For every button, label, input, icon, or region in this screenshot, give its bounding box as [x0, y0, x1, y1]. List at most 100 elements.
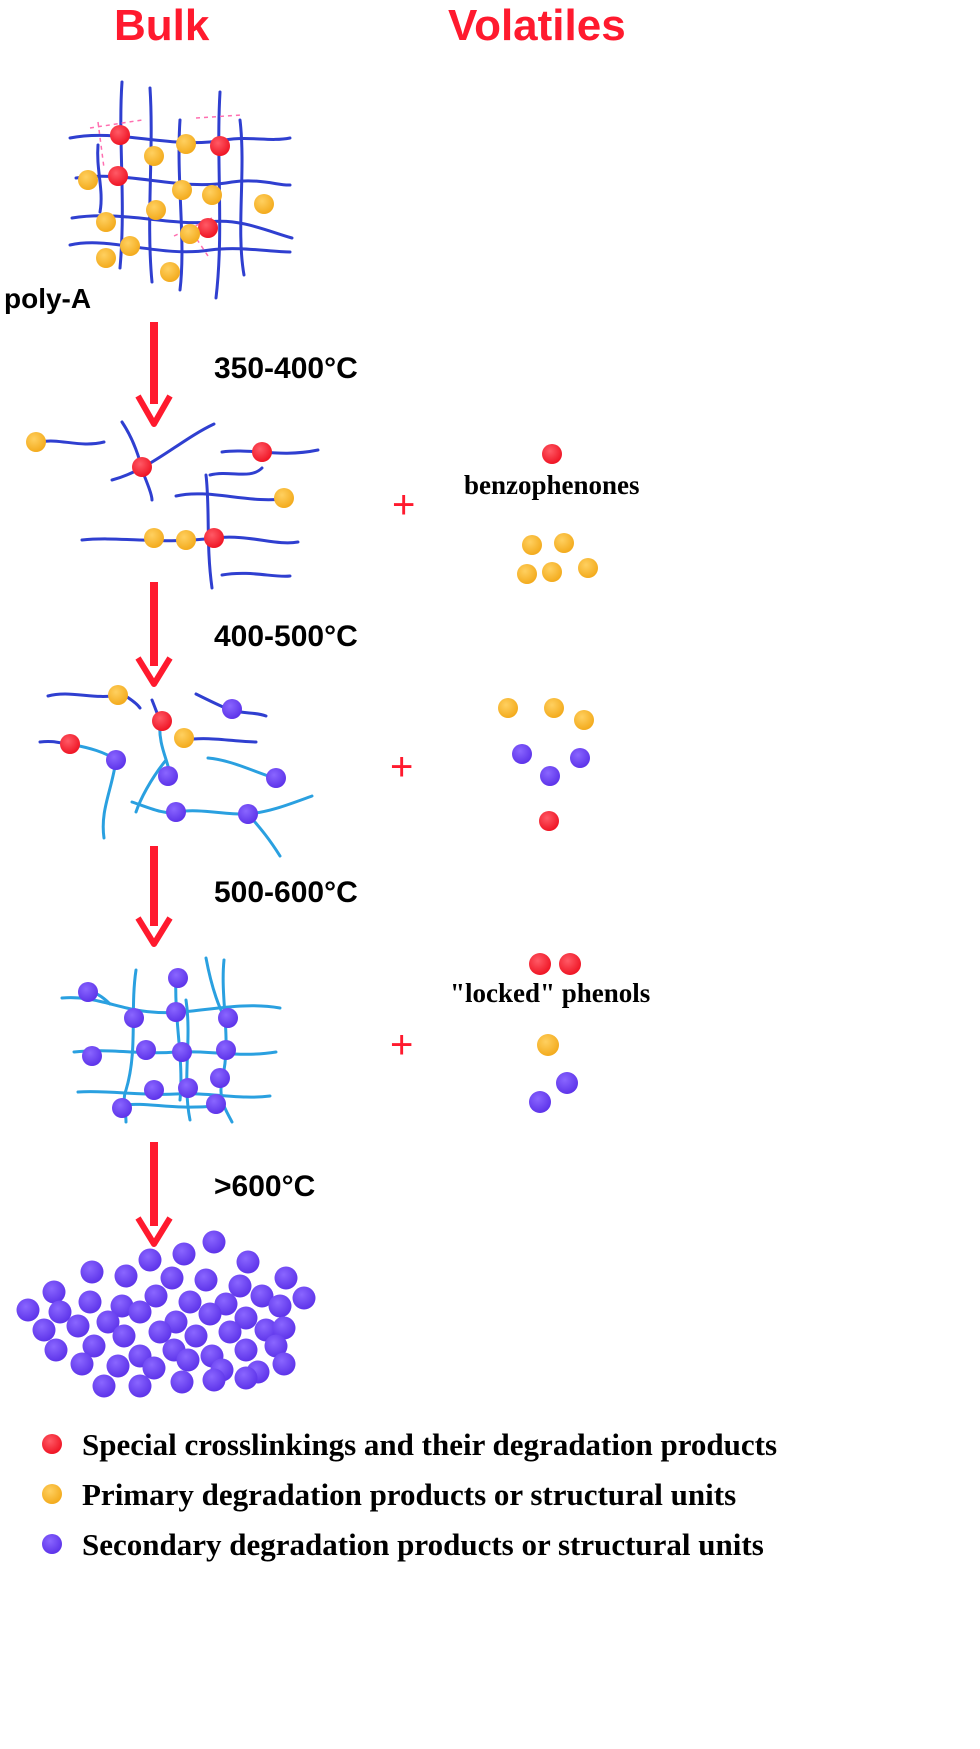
orange-primary-dot [172, 180, 192, 200]
legend-marker-red [42, 1434, 62, 1454]
purple-secondary-dot [48, 1300, 72, 1324]
arrows [135, 322, 173, 1247]
purple-secondary-dot [202, 1368, 226, 1392]
plus-sign-3: + [390, 1023, 413, 1067]
purple-secondary-dot [160, 1266, 184, 1290]
purple-secondary-dot [106, 750, 126, 770]
orange-primary-dot [544, 698, 564, 718]
red-crosslink-dot [542, 444, 562, 464]
purple-secondary-dot [202, 1230, 226, 1254]
purple-secondary-dot [540, 766, 560, 786]
purple-secondary-dot [228, 1274, 252, 1298]
orange-primary-dot [176, 134, 196, 154]
purple-secondary-dot [166, 802, 186, 822]
purple-secondary-dot [234, 1306, 258, 1330]
legend-marker-orange [42, 1484, 62, 1504]
orange-primary-dot [108, 685, 128, 705]
purple-secondary-dot [106, 1354, 130, 1378]
orange-primary-dot [96, 248, 116, 268]
orange-primary-dot [176, 530, 196, 550]
purple-secondary-dot [144, 1080, 164, 1100]
purple-secondary-dot [92, 1374, 116, 1398]
purple-secondary-dot [42, 1280, 66, 1304]
purple-secondary-dot [138, 1248, 162, 1272]
purple-secondary-dot [158, 766, 178, 786]
orange-primary-dot [144, 528, 164, 548]
purple-secondary-dot [66, 1314, 90, 1338]
purple-secondary-dot [570, 748, 590, 768]
purple-secondary-dot [110, 1294, 134, 1318]
purple-secondary-dot [529, 1091, 551, 1113]
purple-secondary-dot [136, 1040, 156, 1060]
red-crosslink-dot [60, 734, 80, 754]
purple-secondary-dot [148, 1320, 172, 1344]
legend-item-primary: Primary degradation products or structur… [42, 1477, 736, 1512]
red-crosslink-dot [210, 136, 230, 156]
orange-primary-dot [146, 200, 166, 220]
purple-secondary-dot [144, 1284, 168, 1308]
purple-secondary-dot [82, 1334, 106, 1358]
purple-secondary-dot [172, 1042, 192, 1062]
purple-secondary-dot [128, 1374, 152, 1398]
bulk-header: Bulk [114, 1, 210, 50]
orange-primary-dot [537, 1034, 559, 1056]
purple-secondary-dot [178, 1290, 202, 1314]
purple-secondary-dot [218, 1320, 242, 1344]
purple-secondary-dot [210, 1068, 230, 1088]
red-crosslink-dot [152, 711, 172, 731]
purple-secondary-dot [206, 1094, 226, 1114]
purple-secondary-dot [168, 968, 188, 988]
red-crosslink-dot [198, 218, 218, 238]
plus-sign-2: + [390, 745, 413, 789]
purple-secondary-dot [194, 1268, 218, 1292]
orange-primary-dot [554, 533, 574, 553]
red-crosslink-dot [539, 811, 559, 831]
purple-secondary-dot [112, 1098, 132, 1118]
purple-secondary-dot [272, 1352, 296, 1376]
purple-secondary-dot [264, 1334, 288, 1358]
temp-label-4: >600°C [214, 1170, 315, 1203]
purple-secondary-dot [292, 1286, 316, 1310]
purple-secondary-dot [234, 1366, 258, 1390]
orange-primary-dot [144, 146, 164, 166]
volatiles-header: Volatiles [448, 1, 626, 50]
purple-secondary-dot [78, 982, 98, 1002]
legend-item-secondary: Secondary degradation products or struct… [42, 1527, 764, 1562]
red-crosslink-dot [132, 457, 152, 477]
orange-primary-dot [498, 698, 518, 718]
plus-sign-1: + [392, 483, 415, 527]
benzophenones-label: benzophenones [464, 470, 640, 500]
purple-secondary-dot [236, 1250, 260, 1274]
arrow-stage1 [135, 322, 173, 427]
purple-secondary-dot [266, 768, 286, 788]
orange-primary-dot [180, 224, 200, 244]
purple-secondary-dot [44, 1338, 68, 1362]
purple-secondary-dot [238, 804, 258, 824]
legend: Special crosslinkings and their degradat… [42, 1427, 777, 1562]
purple-secondary-dot [96, 1310, 120, 1334]
purple-secondary-dot [512, 744, 532, 764]
purple-secondary-dot [70, 1352, 94, 1376]
orange-primary-dot [542, 562, 562, 582]
orange-primary-dot [96, 212, 116, 232]
purple-secondary-dot [172, 1242, 196, 1266]
orange-primary-dot [202, 185, 222, 205]
orange-primary-dot [120, 236, 140, 256]
purple-secondary-dot [16, 1298, 40, 1322]
purple-secondary-dot [82, 1046, 102, 1066]
red-crosslink-dot [204, 528, 224, 548]
arrow-stage3 [135, 846, 173, 947]
purple-secondary-dot [32, 1318, 56, 1342]
temp-label-3: 500-600°C [214, 876, 358, 909]
purple-secondary-dot [222, 699, 242, 719]
red-crosslink-dot [108, 166, 128, 186]
legend-text-special: Special crosslinkings and their degradat… [82, 1427, 777, 1462]
purple-secondary-dot [166, 1002, 186, 1022]
orange-primary-dot [517, 564, 537, 584]
purple-secondary-dot [124, 1008, 144, 1028]
purple-secondary-dot [272, 1316, 296, 1340]
purple-secondary-dot [184, 1324, 208, 1348]
red-crosslink-dot [252, 442, 272, 462]
purple-secondary-dot [268, 1294, 292, 1318]
legend-marker-purple [42, 1534, 62, 1554]
